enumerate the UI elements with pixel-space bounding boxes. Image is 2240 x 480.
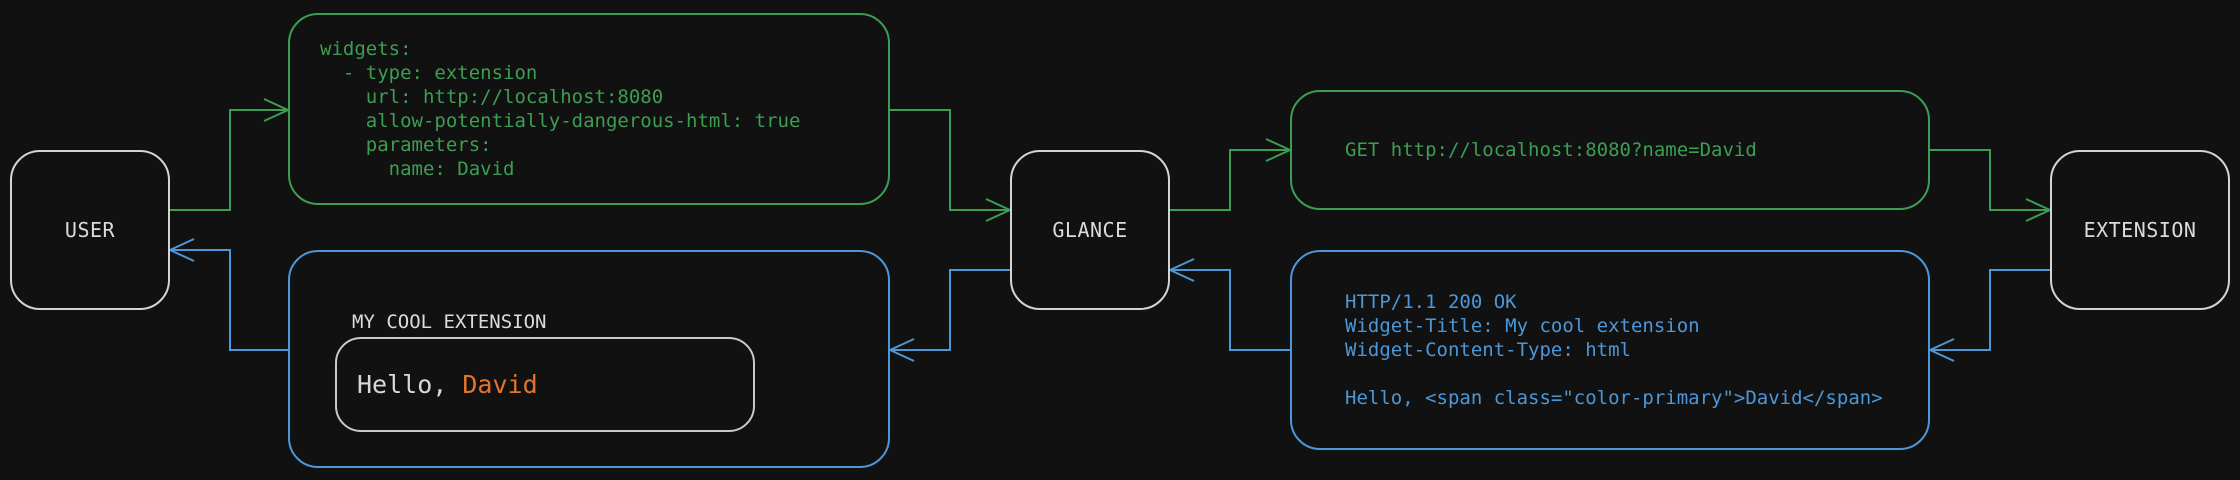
http-request-code: GET http://localhost:8080?name=David bbox=[1345, 139, 1757, 161]
node-extension-label: EXTENSION bbox=[2083, 218, 2197, 242]
widget-preview-box: MY COOL EXTENSION Hello, David bbox=[288, 250, 890, 468]
wire-user-to-config bbox=[170, 98, 291, 211]
node-user: USER bbox=[10, 150, 170, 310]
widget-greeting: Hello, David bbox=[337, 370, 538, 399]
node-extension: EXTENSION bbox=[2050, 150, 2230, 310]
wire-widget-to-user bbox=[167, 238, 288, 351]
wire-request-to-extension bbox=[1930, 149, 2053, 222]
node-glance-label: GLANCE bbox=[1052, 218, 1128, 242]
node-glance: GLANCE bbox=[1010, 150, 1170, 310]
config-yaml-box: widgets: - type: extension url: http://l… bbox=[288, 13, 890, 205]
wire-glance-to-request bbox=[1170, 138, 1293, 211]
wire-config-to-glance bbox=[890, 109, 1013, 222]
greeting-name: David bbox=[462, 370, 538, 399]
wire-extension-to-response bbox=[1927, 269, 2050, 362]
wire-glance-to-widget bbox=[887, 269, 1010, 362]
http-response-code: HTTP/1.1 200 OK Widget-Title: My cool ex… bbox=[1345, 291, 1883, 409]
widget-greeting-box: Hello, David bbox=[335, 337, 755, 432]
config-yaml-code: widgets: - type: extension url: http://l… bbox=[320, 38, 801, 180]
http-response-box: HTTP/1.1 200 OK Widget-Title: My cool ex… bbox=[1290, 250, 1930, 450]
greeting-prefix: Hello, bbox=[357, 370, 463, 399]
http-request-box: GET http://localhost:8080?name=David bbox=[1290, 90, 1930, 210]
widget-title: MY COOL EXTENSION bbox=[352, 311, 547, 333]
wire-response-to-glance bbox=[1167, 258, 1290, 351]
node-user-label: USER bbox=[64, 218, 116, 242]
